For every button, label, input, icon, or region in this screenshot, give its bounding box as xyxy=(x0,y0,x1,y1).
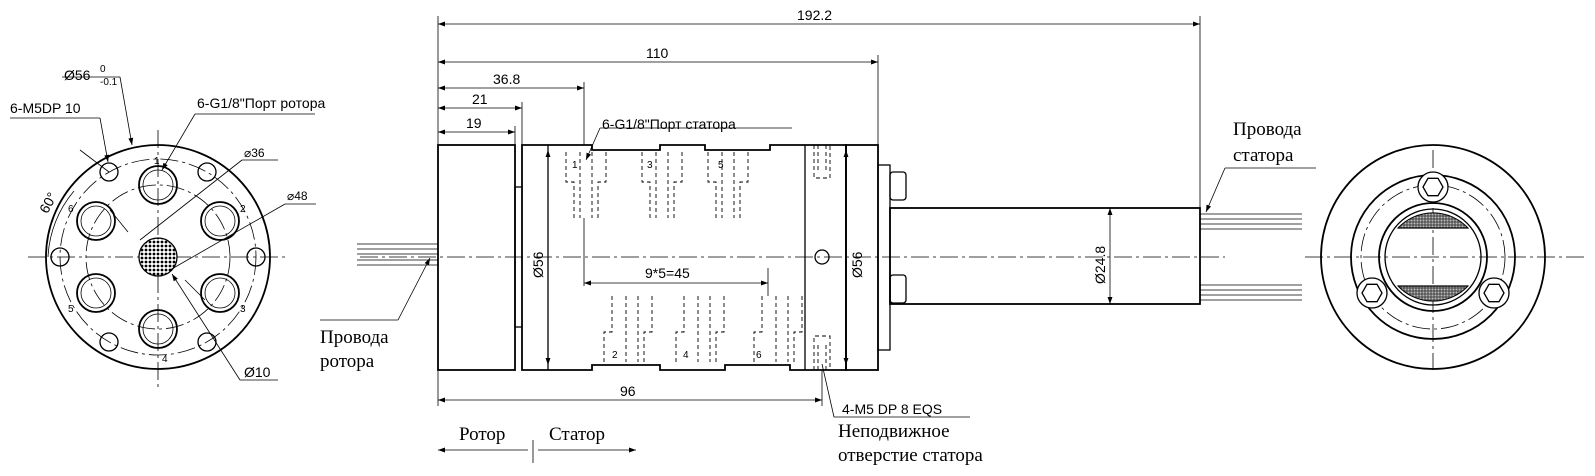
stator-wires xyxy=(1200,213,1302,301)
fixed-hole-label-2: отверстие статора xyxy=(838,445,983,466)
stator-port-number-1: 1 xyxy=(572,160,578,171)
tolerance-lower: -0.1 xyxy=(100,77,118,88)
dim-110-label: 110 xyxy=(646,45,669,61)
tube-circle xyxy=(1378,202,1488,312)
body-diameter-label: Ø56 xyxy=(530,251,546,278)
stator-port-number-4: 4 xyxy=(683,350,689,361)
dim-21-label: 21 xyxy=(472,91,488,107)
port-number-3: 3 xyxy=(240,304,246,315)
circle-36-label: ⌀36 xyxy=(244,146,265,160)
port-number-4: 4 xyxy=(162,354,168,365)
pitch-label: 9*5=45 xyxy=(645,265,690,281)
flange-step xyxy=(877,164,891,351)
stator-port-label: 6-G1/8"Порт статора xyxy=(602,116,736,132)
stator-body xyxy=(521,144,847,371)
rotor-block xyxy=(437,144,516,371)
rotor-label: Ротор xyxy=(459,424,505,445)
angle-arc xyxy=(47,190,75,258)
left-end-view: 1 2 3 4 5 6 60° Ø56 0 -0.1 6-M5DP 10 6-G… xyxy=(10,64,325,388)
stator-wires-label-1: Провода xyxy=(1233,119,1302,140)
stator-threaded-holes xyxy=(813,145,831,370)
hex-bolts xyxy=(1356,171,1510,309)
port-number-1: 1 xyxy=(154,156,160,167)
dim-192-label: 192.2 xyxy=(797,7,832,23)
tube-diameter-label: Ø24.8 xyxy=(1092,246,1108,284)
outer-diameter-label: Ø56 xyxy=(64,67,91,83)
rotor-wires-label-2: ротора xyxy=(320,351,375,372)
dim-96-label: 96 xyxy=(620,383,636,399)
port-number-5: 5 xyxy=(68,304,74,315)
dim-19-label: 19 xyxy=(466,115,482,131)
tolerance-upper: 0 xyxy=(100,64,106,75)
main-side-view: 1 3 5 2 4 6 192.2 110 36.8 xyxy=(320,7,1316,466)
stator-port-number-2: 2 xyxy=(612,350,618,361)
port-circle-36 xyxy=(85,184,231,330)
wire-bundle-icon xyxy=(138,237,178,277)
circle-48-label: ⌀48 xyxy=(287,189,308,203)
mount-holes-label: 6-M5DP 10 xyxy=(10,100,81,116)
outer-flange-circle xyxy=(45,144,271,370)
bore-label: Ø10 xyxy=(244,364,271,380)
rotor-ports xyxy=(76,165,240,349)
rotor-wires xyxy=(357,243,438,266)
stator-wires-label-2: статора xyxy=(1233,145,1294,166)
stator-holes-label: 4-M5 DP 8 EQS xyxy=(842,401,942,417)
stator-port-number-5: 5 xyxy=(718,160,724,171)
right-end-view xyxy=(1305,144,1585,370)
right-flange-circle xyxy=(1320,144,1546,370)
fixed-hole-label-1: Неподвижное xyxy=(838,421,950,442)
port-number-2: 2 xyxy=(240,204,246,215)
bolt-circle-48 xyxy=(59,158,257,356)
stator-label: Статор xyxy=(549,424,605,445)
stator-ports-lower xyxy=(603,296,803,362)
stator-port-number-3: 3 xyxy=(647,160,653,171)
dim-36-8-label: 36.8 xyxy=(493,71,520,87)
rotor-port-label: 6-G1/8"Порт ротора xyxy=(197,95,325,111)
stator-port-number-6: 6 xyxy=(756,350,762,361)
rotor-wires-label-1: Провода xyxy=(320,327,389,348)
port-number-6: 6 xyxy=(68,204,74,215)
flange-diameter-label: Ø56 xyxy=(849,251,865,278)
stator-tube xyxy=(889,207,1201,305)
mount-holes xyxy=(50,162,266,352)
